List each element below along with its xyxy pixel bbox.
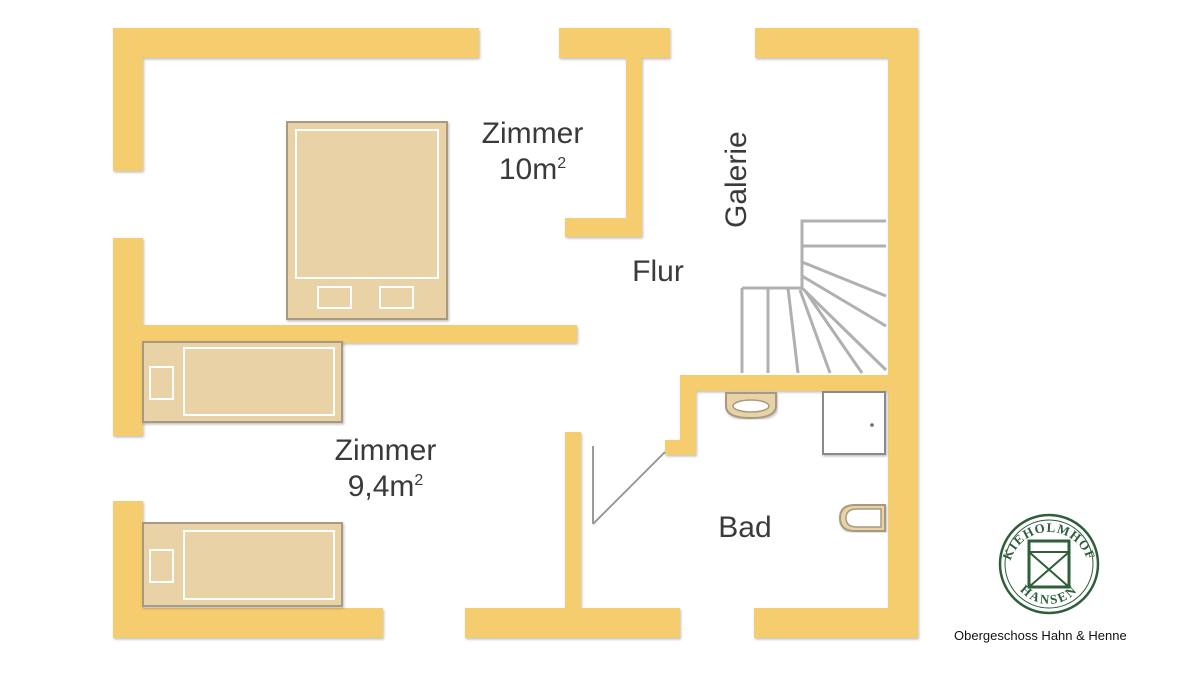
room-label-flur: Flur bbox=[632, 255, 684, 288]
room-label-zimmer-bottom: Zimmer 9,4m2 bbox=[308, 433, 463, 505]
kieholmhof-logo: KIEHOLMHOF HANSEN bbox=[998, 513, 1100, 615]
room-name: Zimmer bbox=[334, 434, 437, 467]
room-name: Zimmer bbox=[481, 117, 584, 150]
double-bed bbox=[286, 121, 448, 320]
room-area: 10m2 bbox=[498, 153, 567, 186]
bathroom-door bbox=[592, 446, 666, 525]
room-label-galerie: Galerie bbox=[720, 131, 753, 228]
single-bed-lower bbox=[142, 522, 343, 607]
toilet bbox=[838, 504, 886, 532]
single-bed-upper bbox=[142, 341, 343, 423]
sink bbox=[725, 392, 777, 420]
walls bbox=[113, 28, 918, 638]
staircase bbox=[740, 219, 888, 374]
room-label-bad: Bad bbox=[718, 511, 772, 544]
room-area: 9,4m2 bbox=[347, 470, 424, 503]
shower bbox=[822, 391, 886, 455]
plan-caption: Obergeschoss Hahn & Henne bbox=[954, 628, 1127, 643]
room-label-zimmer-top: Zimmer 10m2 bbox=[455, 116, 610, 188]
